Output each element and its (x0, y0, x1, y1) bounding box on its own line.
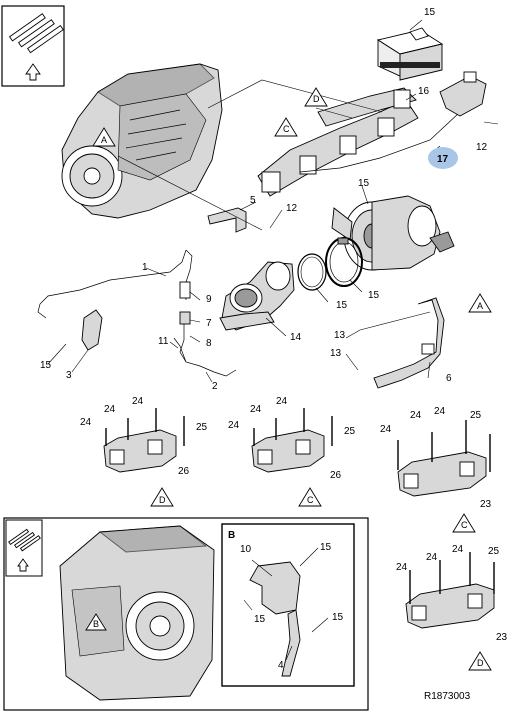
callout-17-highlight: 17 (428, 147, 458, 169)
callout-26-a: 26 (178, 466, 190, 477)
marker-b-engine: B (85, 613, 107, 631)
exhaust-elbow (219, 261, 295, 331)
view-markers: A A B B C C C C D D D D (0, 0, 492, 671)
bracket-6 (373, 297, 445, 389)
inset-title-b: B (228, 530, 235, 541)
callout-18: 15 (336, 300, 348, 311)
callout-25-a: 25 (196, 422, 208, 433)
callout-15-c: 15 (332, 612, 344, 623)
callout-9: 9 (206, 294, 212, 305)
manifold-set-d-right (405, 583, 495, 629)
marker-a-bracket: A (468, 293, 492, 313)
callout-11: 11 (158, 336, 169, 347)
callout-4: 4 (278, 660, 284, 671)
svg-text:D: D (313, 94, 320, 104)
exhaust-manifold-assembly (257, 71, 487, 197)
svg-text:D: D (0, 0, 7, 2)
svg-text:A: A (477, 301, 483, 311)
callout-14: 14 (290, 332, 302, 343)
callout-12-mid: 12 (286, 203, 298, 214)
callout-13-a: 13 (334, 330, 346, 341)
marker-d-left: D (150, 487, 174, 507)
wire-harness (37, 249, 237, 377)
marker-d-right: D (468, 651, 492, 671)
bolts (105, 408, 495, 604)
manifold-set-c-left (251, 429, 325, 473)
callout-24-d3: 24 (396, 562, 408, 573)
marker-c-right: C (452, 513, 476, 533)
callout-24-a2: 24 (80, 417, 92, 428)
callout-15-b: 15 (254, 614, 266, 625)
leader-lines (47, 19, 499, 661)
callout-24-d1: 24 (426, 552, 438, 563)
callout-24-a3: 24 (132, 396, 144, 407)
callout-25-b: 25 (344, 426, 356, 437)
manifold-set-d-left (103, 429, 177, 473)
callout-17: 17 (437, 154, 449, 165)
callout-12-top: 12 (476, 142, 488, 153)
bottom-left-frame (3, 517, 369, 711)
callout-24-b1: 24 (250, 404, 262, 415)
callout-5: 5 (250, 195, 256, 206)
callout-22: 16 (418, 86, 430, 97)
svg-text:C: C (283, 124, 290, 134)
gasket (297, 253, 327, 291)
callout-24-b3: 24 (276, 396, 288, 407)
svg-text:D: D (477, 658, 484, 668)
svg-text:C: C (0, 0, 7, 2)
v-band-clamp (325, 237, 363, 287)
callout-24-d2: 24 (452, 544, 464, 555)
callout-10: 10 (240, 544, 252, 555)
svg-text:B: B (93, 619, 99, 629)
svg-text:C: C (461, 520, 468, 530)
engine-block-bottom (59, 525, 215, 701)
callout-21: 15 (358, 178, 370, 189)
inset-panel-b (221, 523, 355, 687)
callout-15-a: 15 (320, 542, 332, 553)
callout-7: 7 (206, 318, 212, 329)
callout-25-c: 25 (470, 410, 482, 421)
reference-number: R1873003 (424, 691, 471, 702)
orientation-icon-top (1, 5, 65, 87)
orientation-icon-inset (5, 519, 43, 577)
callout-26-b: 26 (330, 470, 342, 481)
marker-d-extra: D (0, 0, 7, 2)
marker-a-engine: A (92, 127, 116, 147)
callout-24-c2: 24 (434, 406, 446, 417)
callout-19: 15 (368, 290, 380, 301)
callout-16: 15 (40, 360, 52, 371)
callout-24-c3: 24 (380, 424, 392, 435)
callout-23-c: 23 (480, 499, 492, 510)
marker-c-extra: C (0, 0, 7, 2)
bracket-5 (207, 207, 247, 233)
manifold-set-c-right (397, 451, 487, 497)
marker-c-left: C (298, 487, 322, 507)
callout-25-d: 25 (488, 546, 500, 557)
marker-d-manifold: D (304, 87, 328, 107)
svg-text:D: D (159, 495, 166, 505)
callout-8: 8 (206, 338, 212, 349)
callout-1: 1 (142, 262, 148, 273)
callout-13-b: 13 (330, 348, 342, 359)
callout-24-a1: 24 (104, 404, 116, 415)
shipping-box-icon (376, 27, 444, 81)
marker-c-manifold: C (274, 117, 298, 137)
callout-23-d: 23 (496, 632, 508, 643)
callout-20: 15 (424, 7, 436, 18)
engine-block-top (61, 63, 223, 219)
callout-24-b2: 24 (228, 420, 240, 431)
callout-labels: 15 16 12 15 5 12 1 9 15 15 7 14 13 11 8 … (40, 7, 508, 702)
callout-6: 6 (446, 373, 452, 384)
callout-2: 2 (212, 381, 218, 392)
turbocharger (331, 195, 455, 271)
svg-text:A: A (101, 135, 107, 145)
callout-3: 3 (66, 370, 72, 381)
svg-text:C: C (307, 495, 314, 505)
callout-24-c1: 24 (410, 410, 422, 421)
